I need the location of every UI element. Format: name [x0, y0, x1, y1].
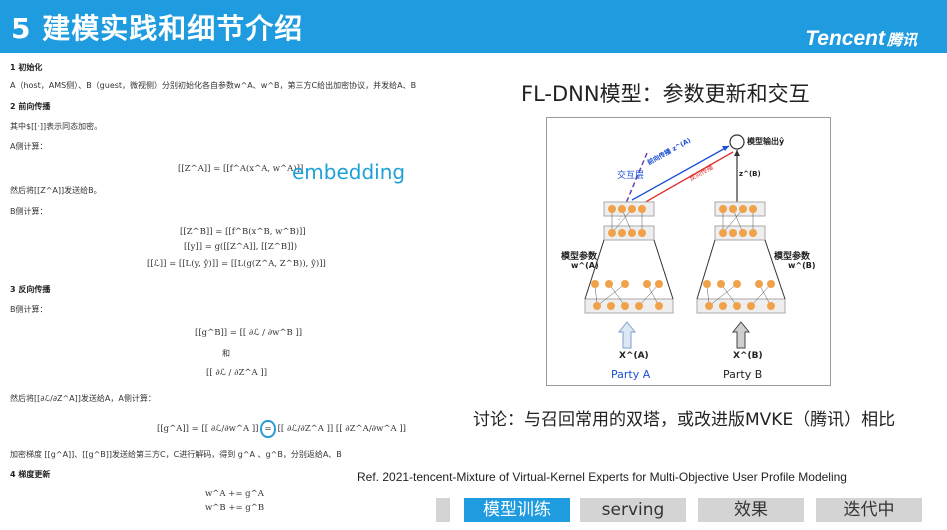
- send-to-b-text: 然后将[[Z^A]]发送给B。: [10, 186, 102, 195]
- equation-ga-right: [[ ∂ℒ/∂Z^A ]] [[ ∂Z^A/∂w^A ]]: [277, 424, 406, 434]
- forward-arrowhead: [722, 146, 729, 151]
- equation-ga-left: [[g^A]] = [[ ∂ℒ/∂w^A ]]: [157, 424, 259, 434]
- tower-b-left-edge: [696, 239, 716, 300]
- equation-gb: [[g^B]] = [[ ∂ℒ / ∂w^B ]]: [195, 328, 303, 338]
- output-node: [729, 134, 745, 150]
- tab-serving[interactable]: serving: [580, 498, 686, 522]
- tower-a: [584, 201, 674, 349]
- equation-dza: [[ ∂ℒ / ∂Z^A ]]: [206, 368, 268, 378]
- xb-label: X^(B): [733, 351, 763, 361]
- tower-a-left-edge: [584, 239, 605, 300]
- section-2-heading: 2 前向传播: [10, 102, 51, 111]
- section-2-text: 其中$[[·]]表示同态加密。: [10, 122, 103, 131]
- equation-ga: [[g^A]] = [[ ∂ℒ/∂w^A ]]=[[ ∂ℒ/∂Z^A ]] [[…: [157, 420, 406, 438]
- update-a: w^A += g^A: [205, 489, 264, 499]
- tab-effect[interactable]: 效果: [698, 498, 804, 522]
- section-1-heading: 1 初始化: [10, 63, 43, 72]
- tower-b-nodes: [703, 205, 775, 310]
- params-a-label: 模型参数: [561, 252, 598, 262]
- page-title: 5 建模实践和细节介绍: [11, 12, 304, 45]
- decrypt-text: 加密梯度 [[g^A]]、[[g^B]]发送给第三方C，C进行解码，得到 g^A…: [10, 450, 342, 459]
- equation-zb: [[Z^B]] = [[f^B(x^B, w^B)]]: [180, 227, 306, 237]
- and-text: 和: [222, 349, 230, 358]
- fl-dnn-title: FL-DNN模型：参数更新和交互: [521, 82, 810, 106]
- tab-bar-stub: [436, 498, 450, 522]
- logo-text-en: Tencent: [805, 27, 885, 50]
- equation-za: [[Z^A]] = [[f^A(x^A, w^A)]]: [178, 164, 304, 174]
- tab-model-training[interactable]: 模型训练: [464, 498, 570, 522]
- tower-b: [696, 201, 786, 349]
- tower-a-links: [594, 208, 660, 307]
- section-tab-bar: 模型训练 serving 效果 迭代中: [436, 498, 947, 522]
- b-side-calc-label: B侧计算：: [10, 207, 48, 216]
- a-side-calc-label: A侧计算：: [10, 142, 48, 151]
- embedding-annotation: embedding: [292, 160, 406, 184]
- discussion-text: 讨论：与召回常用的双塔，或改进版MVKE（腾讯）相比: [473, 410, 896, 430]
- wb-label: w^(B): [788, 261, 816, 270]
- backward-arrow: [634, 151, 734, 209]
- update-b: w^B += g^B: [205, 503, 265, 513]
- model-output-label: 模型输出ŷ: [747, 137, 785, 146]
- zb-arrowhead: [734, 150, 740, 156]
- interaction-layer-label: 交互层: [617, 171, 645, 181]
- tower-b-links: [706, 208, 772, 307]
- fl-dnn-diagram: 模型输出ŷ 交互层 前向传播 z^(A) 反向传播 z^(B) 模型参数 w^(…: [546, 117, 831, 386]
- diagram-svg: [584, 134, 786, 349]
- tower-a-nodes: [591, 205, 663, 310]
- logo-text-cn: 腾讯: [886, 31, 917, 49]
- section-4-heading: 4 梯度更新: [10, 470, 51, 479]
- params-b-label: 模型参数: [774, 252, 811, 262]
- tower-b-right-edge: [764, 239, 786, 300]
- xa-label: X^(A): [619, 351, 649, 361]
- send-to-a-text: 然后将[[∂ℒ/∂Z^A]]发送给A，A侧计算：: [10, 394, 156, 403]
- tab-iterating[interactable]: 迭代中: [816, 498, 922, 522]
- highlighted-equals: =: [260, 420, 276, 438]
- party-b-label: Party B: [723, 368, 763, 381]
- wa-label: w^(A): [571, 261, 599, 270]
- section-3-heading: 3 反向传播: [10, 285, 51, 294]
- zb-label: z^(B): [739, 170, 761, 178]
- b-side-calc2-label: B侧计算：: [10, 305, 48, 314]
- equation-y: [[y]] = g([[Z^A]], [[Z^B]]): [184, 242, 298, 252]
- forward-arrow: [631, 145, 730, 201]
- tower-a-right-edge: [653, 239, 674, 300]
- equation-loss: [[ℒ]] = [[L(y, ŷ)]] = [[L(g(Z^A, Z^B)), …: [147, 259, 326, 269]
- reference-text: Ref. 2021-tencent-Mixture of Virtual-Ker…: [357, 470, 847, 484]
- section-1-text: A（host，AMS侧）、B（guest，微视侧）分别初始化各自参数w^A、w^…: [10, 81, 417, 90]
- input-arrow-a: [617, 321, 637, 349]
- party-a-label: Party A: [611, 368, 651, 381]
- input-arrow-b: [731, 321, 751, 349]
